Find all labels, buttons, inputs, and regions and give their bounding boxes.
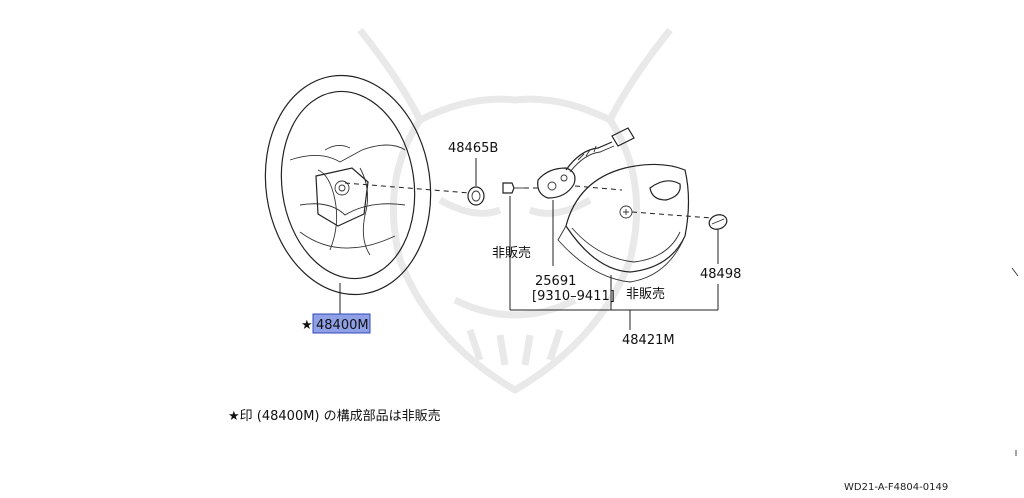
- screw-part[interactable]: [502, 182, 524, 194]
- diagram-code: WD21-A-F4804-0149: [844, 482, 948, 493]
- spiral-cable-part-number: 25691: [535, 274, 576, 289]
- horn-pad-part-number: 48421M: [622, 333, 675, 348]
- emblem-part-number: 48498: [700, 267, 741, 282]
- spiral-cable-date-range: [9310–9411]: [532, 289, 615, 304]
- footnote: ★印 (48400M) の構成部品は非販売: [228, 408, 441, 424]
- not-sold-label-right: 非販売: [626, 286, 665, 302]
- steering-wheel-part[interactable]: [251, 65, 444, 306]
- horn-pad-part[interactable]: [557, 163, 690, 283]
- nut-part[interactable]: [467, 186, 485, 206]
- emblem-part[interactable]: [707, 212, 729, 231]
- nut-part-number: 48465B: [448, 141, 498, 156]
- star-icon: ★: [301, 318, 313, 333]
- steering-wheel-callout[interactable]: ★ 48400M: [301, 313, 371, 334]
- watermark-emblem: [357, 27, 673, 395]
- not-sold-label-left: 非販売: [492, 245, 531, 261]
- steering-wheel-part-number: 48400M: [316, 318, 369, 333]
- spiral-cable-part[interactable]: [537, 127, 635, 199]
